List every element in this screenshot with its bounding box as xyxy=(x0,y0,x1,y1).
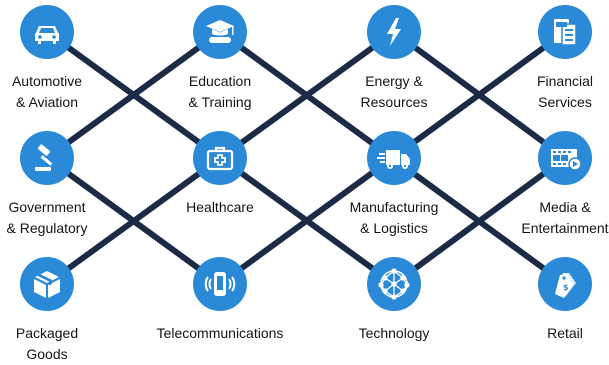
industry-label: Packaged Goods xyxy=(15,325,79,362)
industry-label: Healthcare xyxy=(186,199,254,215)
smartphone-icon xyxy=(193,257,247,311)
price-tag-icon: $ xyxy=(538,257,592,311)
industry-label: Education & Training xyxy=(188,73,252,110)
industry-label: Government & Regulatory xyxy=(6,199,88,236)
industry-manufacturing-logistics: Manufacturing & Logistics xyxy=(324,131,464,239)
gavel-icon xyxy=(20,131,74,185)
industry-label: Technology xyxy=(358,325,430,341)
graduation-cap-icon xyxy=(193,5,247,59)
industry-label: Telecommunications xyxy=(156,325,284,341)
industry-automotive-aviation: Automotive & Aviation xyxy=(0,5,117,113)
industry-retail: $ Retail xyxy=(495,257,609,344)
industry-label: Manufacturing & Logistics xyxy=(349,199,439,236)
svg-text:$: $ xyxy=(563,283,569,292)
industry-education-training: Education & Training xyxy=(150,5,290,113)
industry-label: Retail xyxy=(547,325,583,341)
industry-packaged-goods: Packaged Goods xyxy=(0,257,117,365)
finance-document-icon xyxy=(538,5,592,59)
network-globe-icon xyxy=(367,257,421,311)
industry-energy-resources: Energy & Resources xyxy=(324,5,464,113)
industry-financial-services: Financial Services xyxy=(495,5,609,113)
car-icon xyxy=(20,5,74,59)
film-strip-icon xyxy=(538,131,592,185)
industry-technology: Technology xyxy=(324,257,464,344)
box-icon xyxy=(20,257,74,311)
industry-telecommunications: Telecommunications xyxy=(150,257,290,344)
industry-government-regulatory: Government & Regulatory xyxy=(0,131,117,239)
industry-label: Financial Services xyxy=(536,73,594,110)
medical-kit-icon xyxy=(193,131,247,185)
industry-label: Media & Entertainment xyxy=(521,199,609,236)
industry-media-entertainment: Media & Entertainment xyxy=(495,131,609,239)
delivery-truck-icon xyxy=(367,131,421,185)
industry-label: Energy & Resources xyxy=(360,73,428,110)
industry-healthcare: Healthcare xyxy=(150,131,290,218)
industry-label: Automotive & Aviation xyxy=(11,73,83,110)
lightning-bolt-icon xyxy=(367,5,421,59)
